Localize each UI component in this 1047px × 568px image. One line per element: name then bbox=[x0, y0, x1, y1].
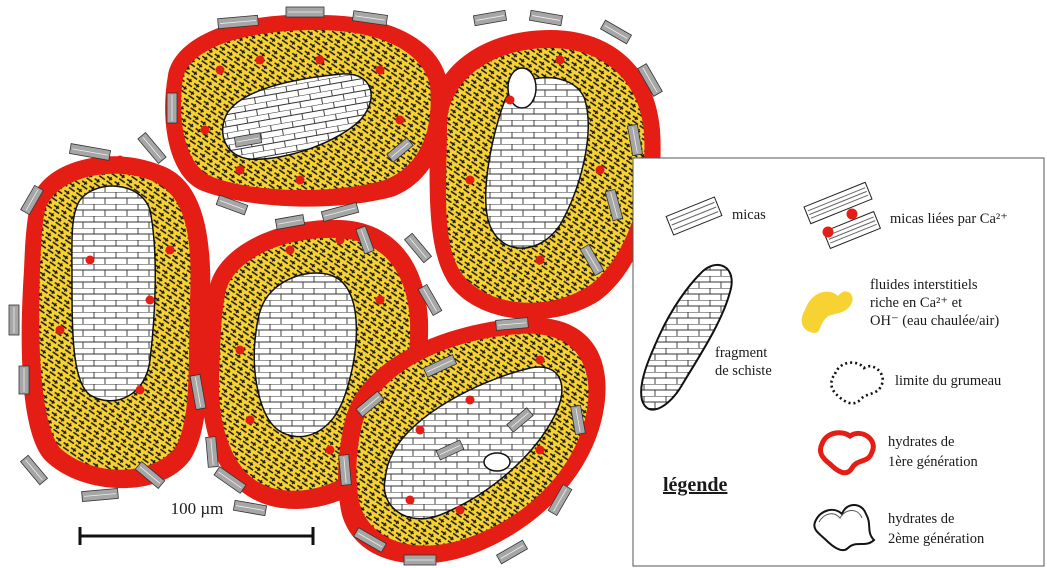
calcium-dot bbox=[536, 256, 545, 265]
calcium-dot bbox=[201, 126, 210, 135]
calcium-dot bbox=[256, 56, 265, 65]
calcium-dot bbox=[536, 446, 545, 455]
scale-bar-line bbox=[80, 527, 313, 545]
calcium-dot bbox=[596, 166, 605, 175]
pore bbox=[484, 453, 510, 471]
calcium-dot bbox=[246, 416, 255, 425]
calcium-dot bbox=[416, 426, 425, 435]
calcium-dot bbox=[326, 446, 335, 455]
mica-plate bbox=[339, 455, 352, 486]
calcium-dot bbox=[86, 256, 95, 265]
calcium-dot bbox=[56, 326, 65, 335]
calcium-dot bbox=[236, 346, 245, 355]
mica-plate bbox=[69, 144, 110, 161]
legend-label-schist-line-1: fragment bbox=[715, 345, 767, 361]
legend-label-schist-line-2: de schiste bbox=[715, 363, 772, 379]
legend-label-fluids-line-3: OH⁻ (eau chaulée/air) bbox=[870, 313, 999, 329]
mica-plate bbox=[19, 366, 29, 394]
calcium-dot bbox=[456, 506, 465, 515]
mica-plate bbox=[473, 10, 506, 25]
mica-plate bbox=[138, 133, 166, 164]
mica-plate bbox=[404, 555, 436, 565]
calcium-dot bbox=[376, 66, 385, 75]
legend-label-limit: limite du grumeau bbox=[895, 373, 1001, 389]
calcium-dot bbox=[146, 296, 155, 305]
calcium-dot bbox=[166, 246, 175, 255]
calcium-dot bbox=[316, 56, 325, 65]
calcium-dot bbox=[506, 96, 515, 105]
calcium-dot bbox=[116, 156, 125, 165]
mica-plate bbox=[206, 437, 219, 468]
scale-bar-label: 100 µm bbox=[171, 499, 224, 518]
calcium-dot-icon bbox=[823, 227, 834, 238]
mica-plate bbox=[9, 305, 19, 335]
calcium-dot bbox=[296, 176, 305, 185]
grain-top-center bbox=[165, 15, 448, 207]
legend-label-hydrates-2-line-1: hydrates de bbox=[888, 511, 954, 527]
calcium-dot bbox=[466, 396, 475, 405]
legend-label-micas-bound: micas liées par Ca²⁺ bbox=[890, 211, 1008, 227]
calcium-dot bbox=[396, 116, 405, 125]
mica-plate bbox=[601, 20, 632, 44]
grain-top-right bbox=[430, 30, 661, 319]
legend-panel: micas micas liées par Ca²⁺ fluides inter… bbox=[633, 158, 1044, 566]
mica-plate bbox=[167, 93, 177, 123]
grain-left bbox=[22, 156, 211, 488]
calcium-dot bbox=[376, 296, 385, 305]
calcium-dot bbox=[406, 496, 415, 505]
mica-plate bbox=[529, 10, 562, 25]
legend-label-hydrates-1-line-2: 1ère génération bbox=[888, 454, 979, 470]
calcium-dot bbox=[236, 166, 245, 175]
legend-title: légende bbox=[663, 474, 728, 496]
calcium-dot-icon bbox=[847, 209, 858, 220]
mica-plate bbox=[82, 488, 119, 501]
legend-label-hydrates-2-line-2: 2ème génération bbox=[888, 531, 985, 547]
calcium-dot bbox=[216, 66, 225, 75]
calcium-dot bbox=[466, 176, 475, 185]
calcium-dot bbox=[336, 236, 345, 245]
mica-plate bbox=[497, 540, 528, 564]
legend-label-fluids-line-2: riche en Ca²⁺ et bbox=[870, 295, 962, 311]
legend-label-micas: micas bbox=[732, 207, 766, 223]
mica-plate bbox=[21, 455, 48, 484]
schist-fragment bbox=[72, 186, 155, 401]
calcium-dot bbox=[556, 56, 565, 65]
calcium-dot bbox=[536, 356, 545, 365]
legend-label-hydrates-1-line-1: hydrates de bbox=[888, 434, 954, 450]
mica-plate bbox=[286, 7, 324, 17]
calcium-dot bbox=[286, 246, 295, 255]
legend-label-fluids-line-1: fluides interstitiels bbox=[870, 277, 978, 293]
calcium-dot bbox=[136, 386, 145, 395]
